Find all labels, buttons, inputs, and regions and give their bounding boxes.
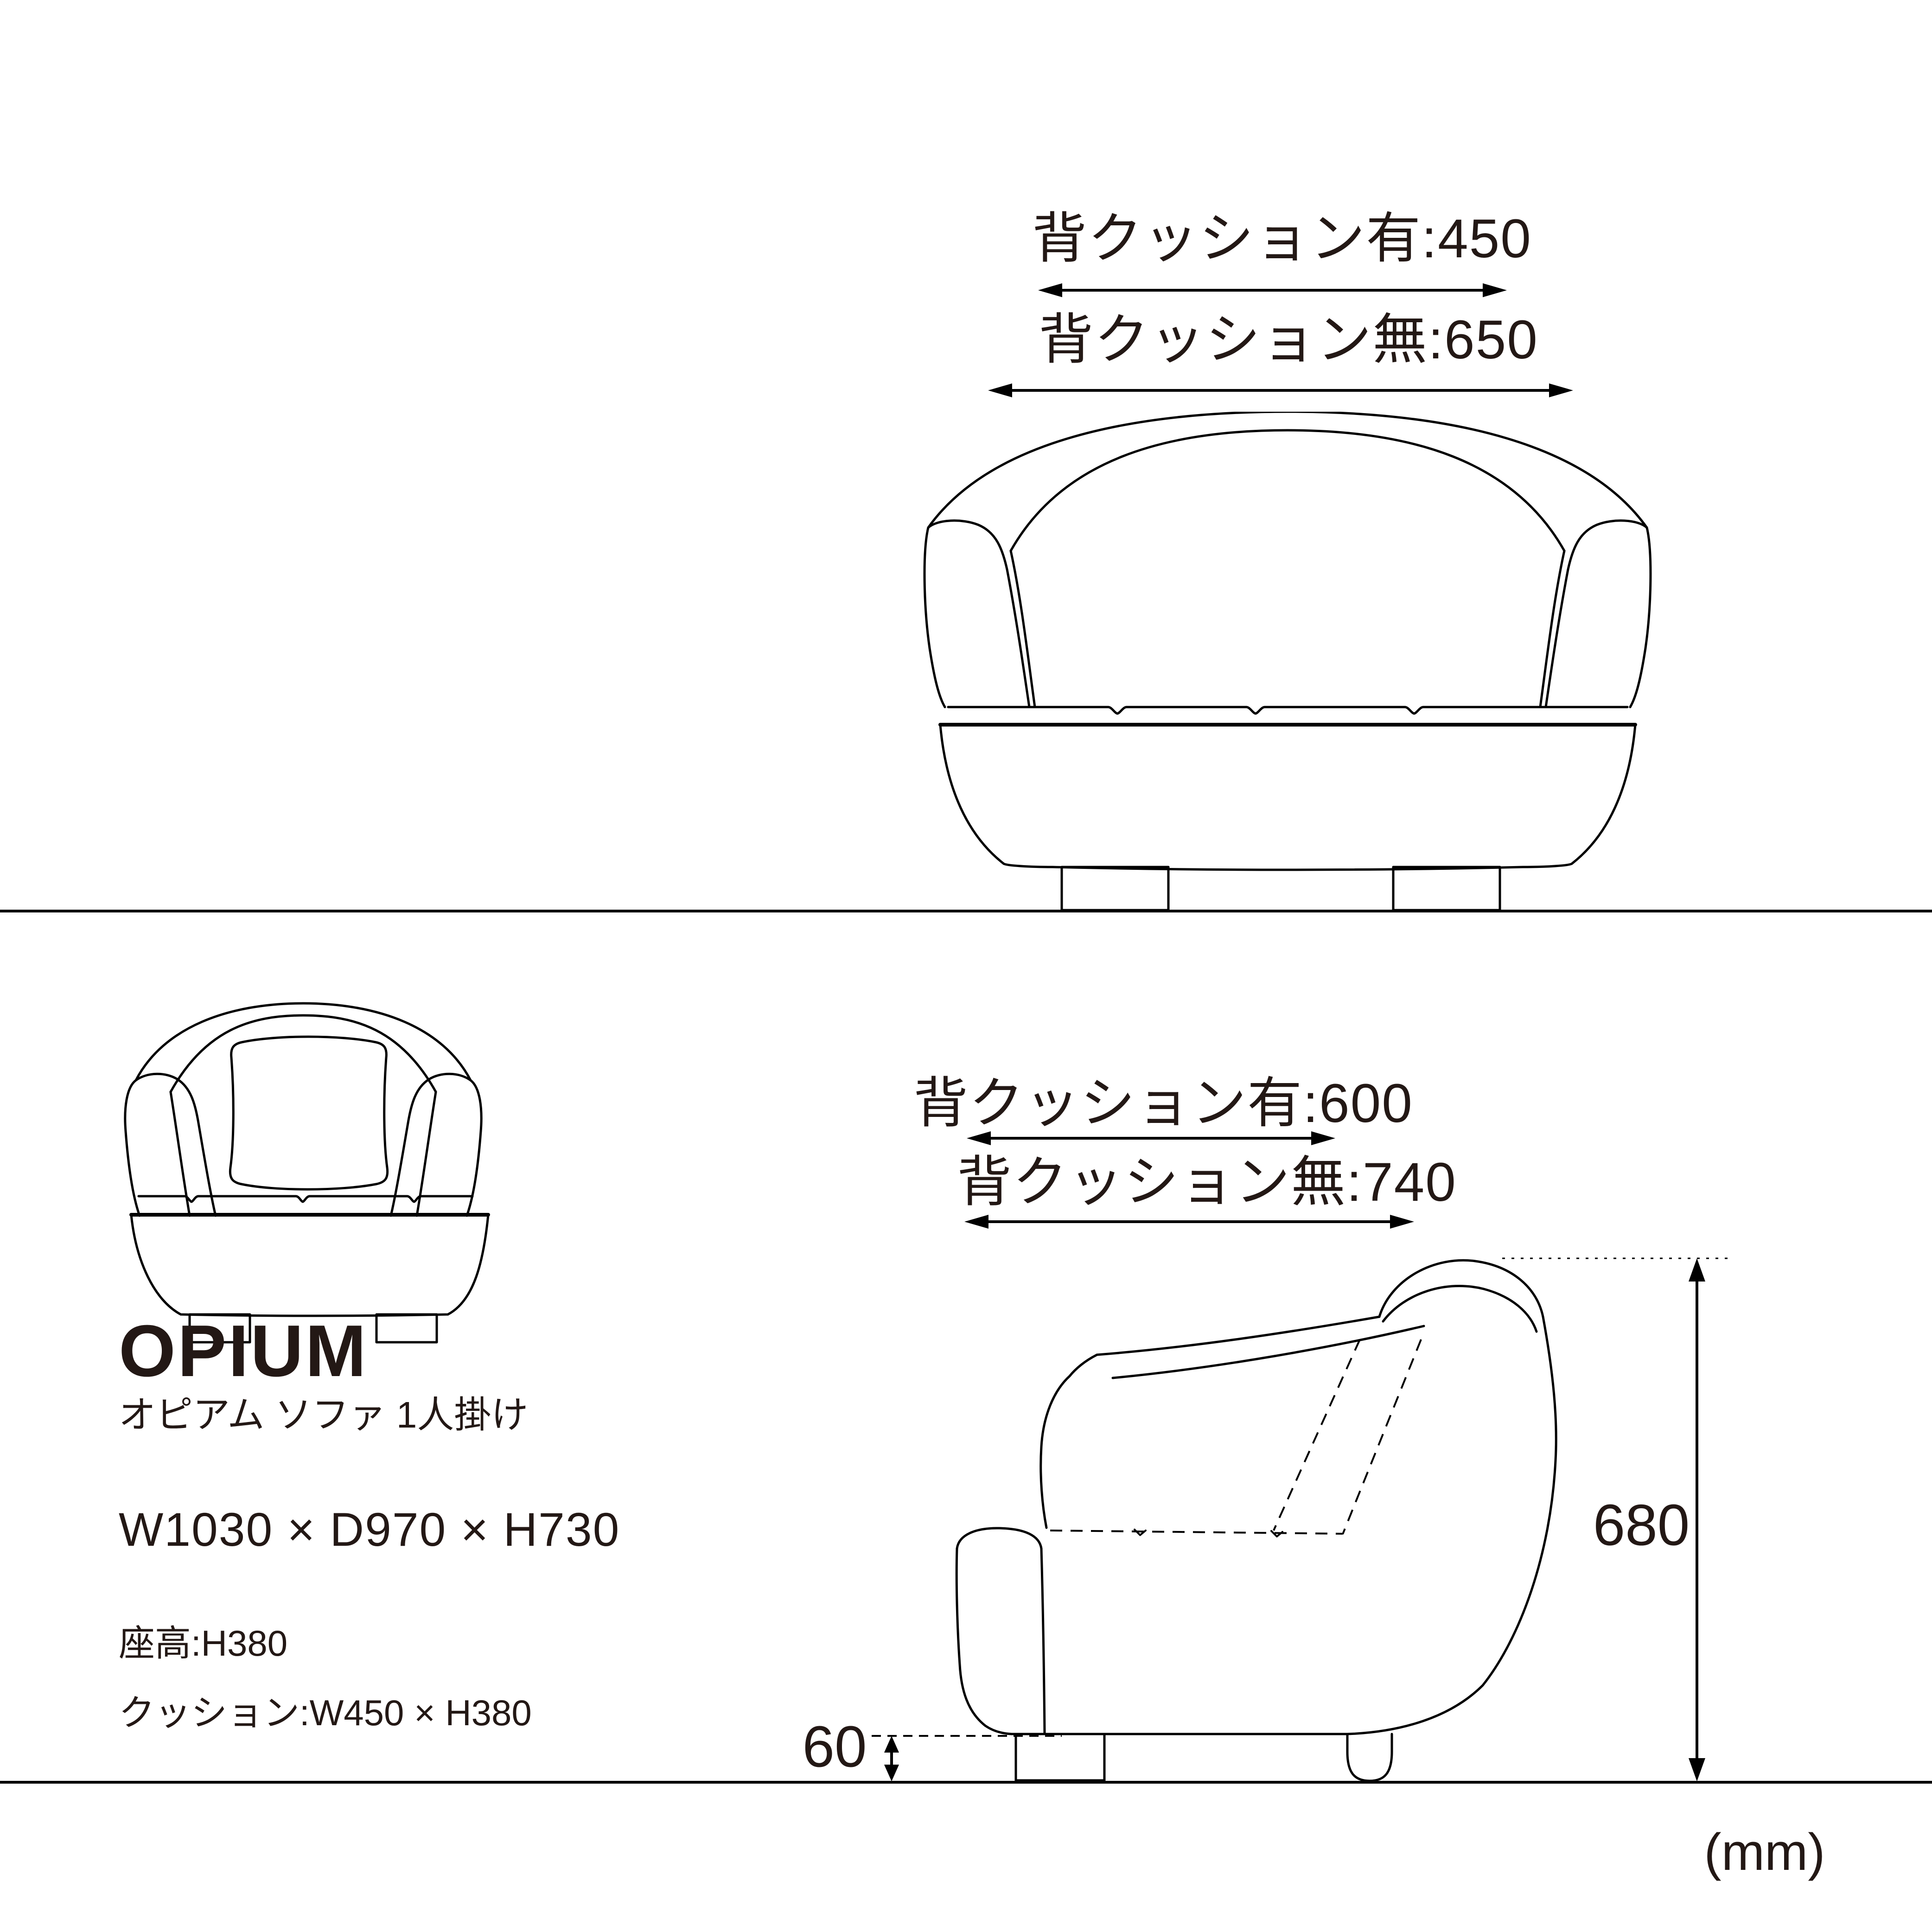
front-width-with-cushion-dimension-arrow	[1038, 283, 1507, 297]
front-width-without-cushion-dimension-arrow	[988, 383, 1573, 397]
side-depth-without-cushion-dimension-arrow	[964, 1215, 1414, 1229]
overall-dimensions: W1030 × D970 × H730	[119, 1503, 620, 1556]
front-width-without-cushion-label: 背クッション無:650	[1039, 309, 1538, 370]
ground-line-top	[0, 910, 1932, 912]
front-view-drawing	[923, 412, 1652, 911]
side-depth-with-cushion-dimension-arrow	[967, 1131, 1335, 1145]
front-width-with-cushion-label: 背クッション有:450	[1032, 208, 1532, 269]
ground-line-bottom	[0, 1781, 1932, 1784]
side-depth-without-cushion-label: 背クッション無:740	[957, 1152, 1457, 1213]
side-back-height-value: 680	[1593, 1493, 1690, 1558]
side-view-drawing	[872, 1257, 1729, 1782]
product-name: OPIUM	[119, 1310, 368, 1392]
thumbnail-front-view-drawing	[124, 1002, 490, 1344]
cushion-size-spec: クッション:W450 × H380	[119, 1692, 532, 1733]
product-name-japanese: オピアム ソファ 1人掛け	[119, 1394, 529, 1435]
unit-note: (mm)	[1704, 1823, 1825, 1881]
seat-height-spec: 座高:H380	[119, 1623, 288, 1664]
side-depth-with-cushion-label: 背クッション有:600	[913, 1073, 1413, 1134]
side-foot-height-value: 60	[802, 1715, 867, 1779]
